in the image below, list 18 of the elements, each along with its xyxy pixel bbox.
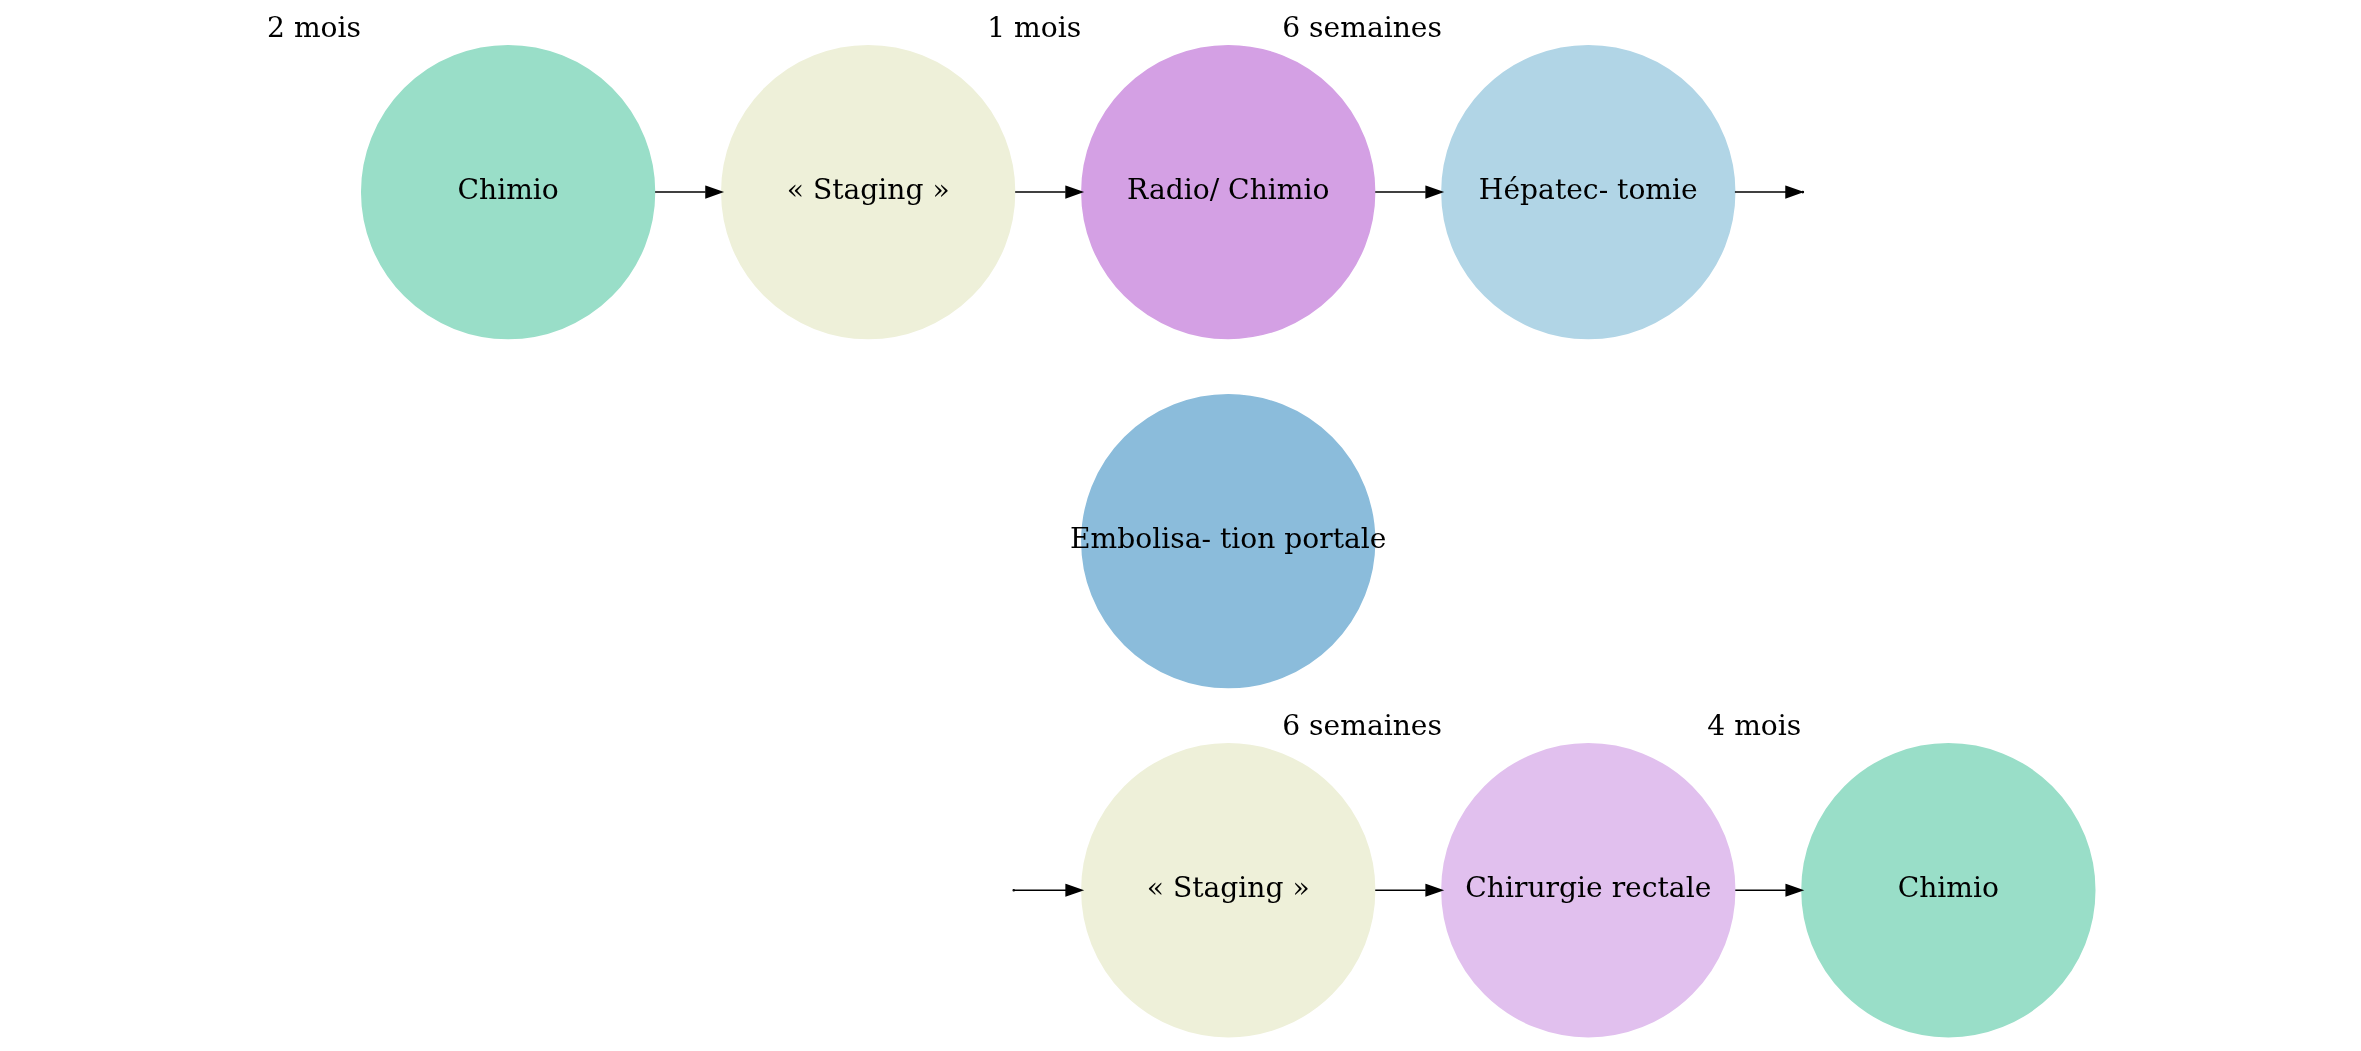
node-circle: Chirurgie rectale xyxy=(1441,743,1736,1038)
arrow xyxy=(1014,185,1085,199)
node-circle: Radio/ Chimio xyxy=(1081,44,1376,340)
node-circle: « Staging » xyxy=(1081,743,1376,1038)
node-label: 4 mois xyxy=(1707,709,1802,743)
arrow xyxy=(1374,185,1445,199)
node-circle: « Staging » xyxy=(721,44,1016,340)
arrow xyxy=(654,185,725,199)
node-label: 2 mois xyxy=(267,10,361,44)
arrow xyxy=(1013,883,1085,897)
arrow xyxy=(1734,883,1805,897)
node-circle: Chimio xyxy=(1801,743,2096,1038)
node-circle: Chimio xyxy=(360,44,656,340)
node-label: 6 semaines xyxy=(1282,10,1442,44)
node-label: 1 mois xyxy=(987,10,1082,44)
node-label: 6 semaines xyxy=(1282,709,1442,743)
arrow xyxy=(1374,883,1445,897)
node-circle: Hépatec- tomie xyxy=(1441,44,1736,340)
